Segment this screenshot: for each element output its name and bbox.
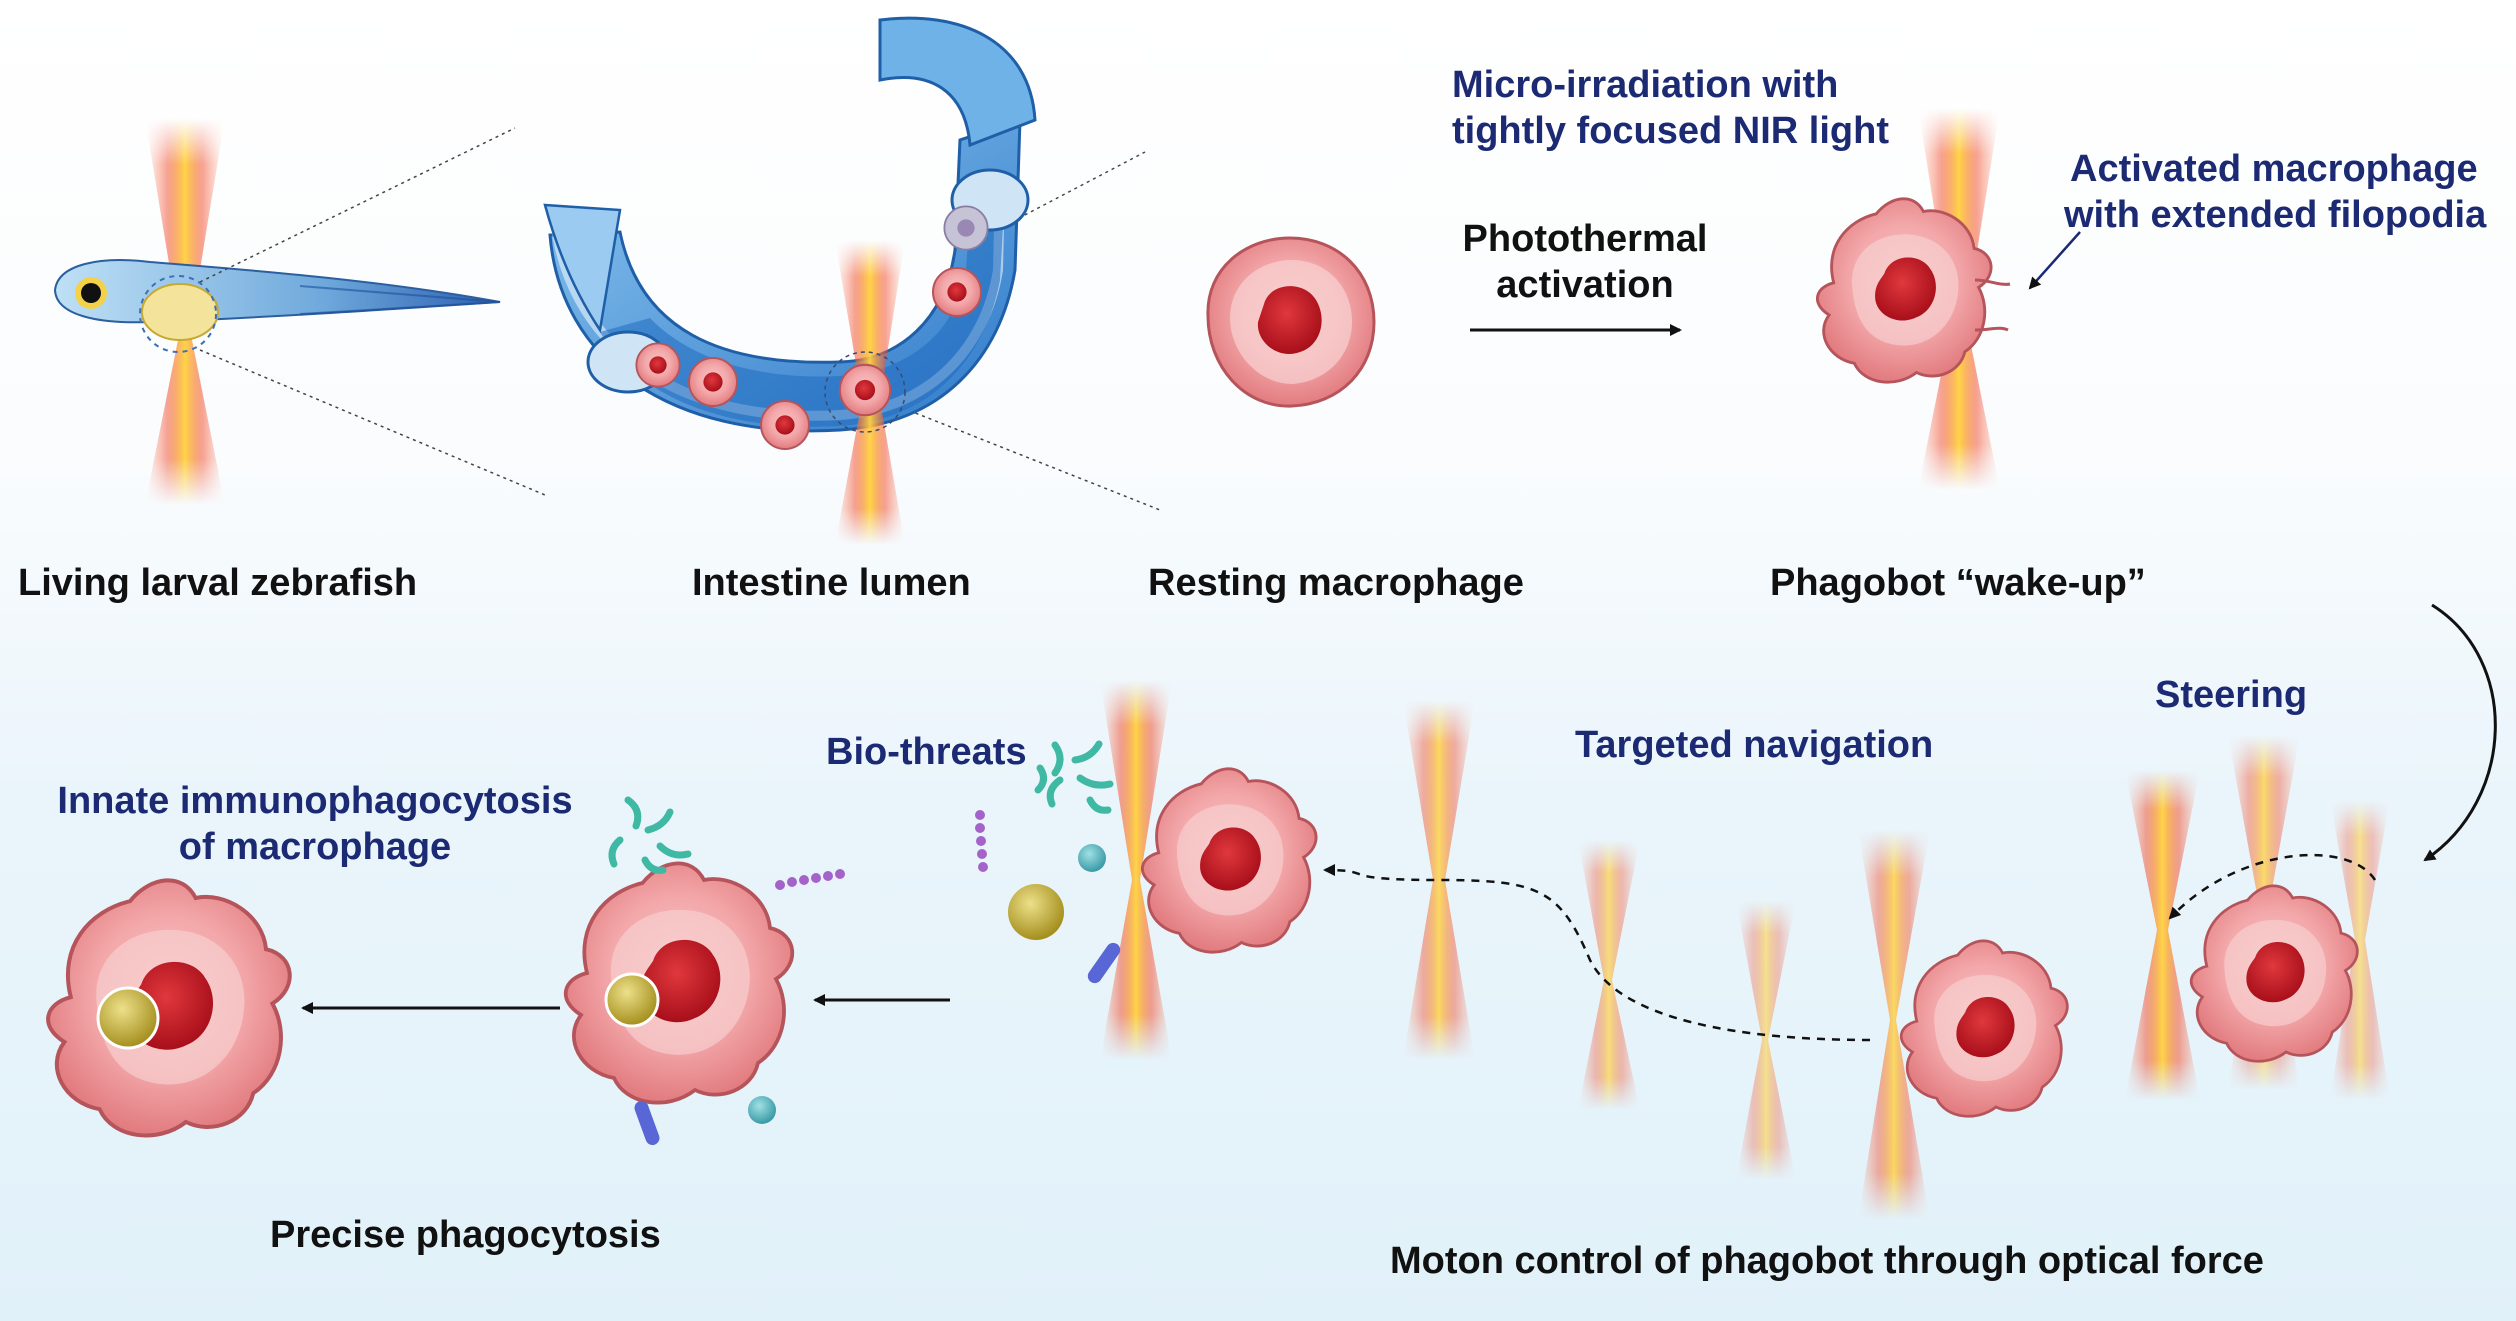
- intestine-cells: [635, 205, 989, 451]
- label-resting: Resting macrophage: [1148, 562, 1524, 604]
- label-activated-2: with extended filopodia: [2064, 194, 2487, 236]
- label-intestine: Intestine lumen: [692, 562, 971, 604]
- label-micro-irradiation-2: tightly focused NIR light: [1452, 110, 1889, 152]
- activated-macrophage-icon: [1815, 197, 2011, 384]
- label-activated-1: Activated macrophage: [2070, 148, 2478, 190]
- label-targeted-navigation: Targeted navigation: [1575, 724, 1934, 766]
- steering-macrophage-icon: [2189, 884, 2359, 1063]
- bacteria-icon: [608, 796, 845, 1146]
- steering-dashed-arrow: [2168, 853, 2377, 920]
- label-innate-2: of macrophage: [178, 826, 452, 868]
- label-steering: Steering: [2155, 674, 2308, 716]
- laser-beam-icon: [1100, 680, 1172, 1060]
- label-wakeup: Phagobot “wake-up”: [1770, 562, 2146, 604]
- navigating-macrophage-icon: [1899, 939, 2069, 1118]
- label-micro-irradiation-1: Micro-irradiation with: [1452, 64, 1839, 106]
- bio-threats-icon: [975, 740, 1121, 984]
- resting-macrophage-icon: [1206, 236, 1376, 408]
- label-zebrafish: Living larval zebrafish: [18, 562, 418, 604]
- steering-curve-arrow: [2423, 603, 2497, 862]
- label-photothermal-2: activation: [1496, 264, 1674, 306]
- macrophage-at-target-icon: [1140, 767, 1318, 954]
- final-macrophage-icon: [48, 880, 290, 1135]
- label-photothermal-1: Photothermal: [1462, 218, 1708, 260]
- phagocytosing-macrophage-icon: [563, 861, 795, 1105]
- label-precise: Precise phagocytosis: [270, 1214, 661, 1256]
- zebrafish-icon: [53, 259, 501, 353]
- zoom-lines: [199, 127, 1161, 511]
- label-bio-threats: Bio-threats: [826, 731, 1027, 773]
- filopodia-pointer: [2028, 231, 2081, 290]
- laser-beam-icon: [1403, 700, 1930, 1220]
- label-innate-1: Innate immunophagocytosis: [57, 780, 573, 822]
- label-motion-control: Moton control of phagobot through optica…: [1390, 1240, 2264, 1282]
